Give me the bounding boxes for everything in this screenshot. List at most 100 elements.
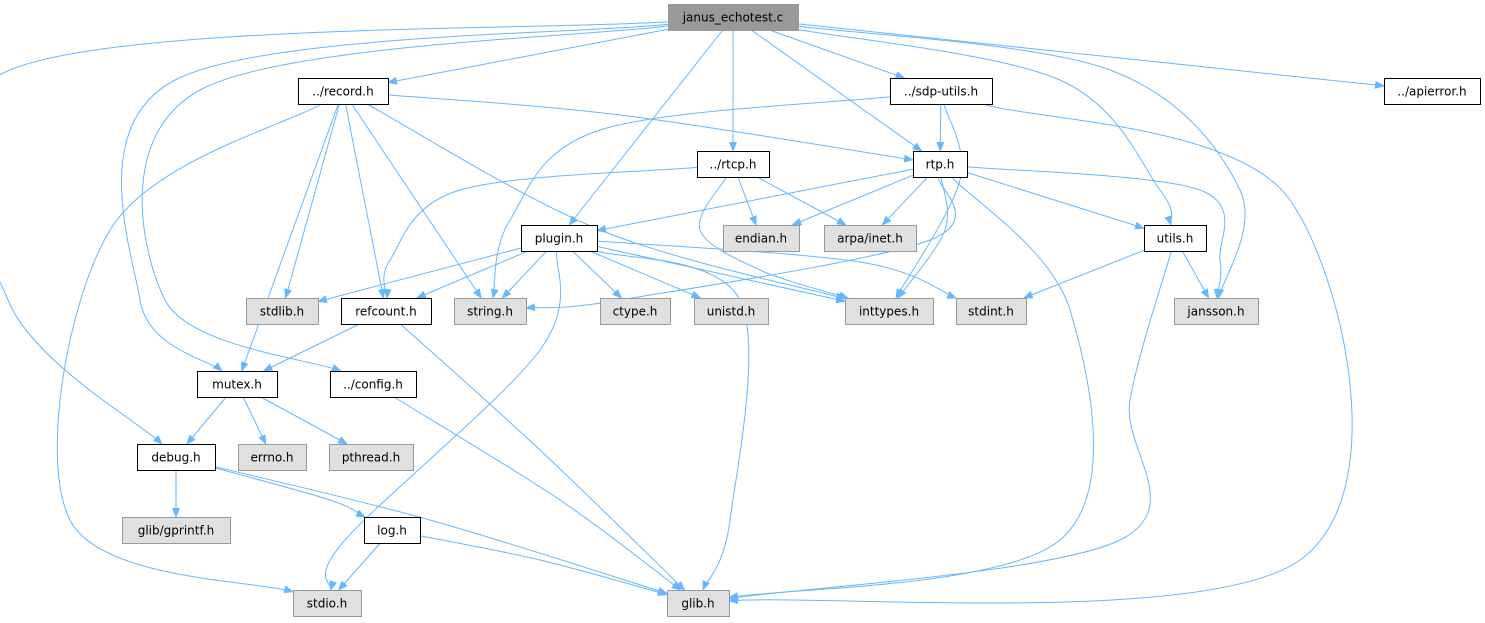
node-box-unistd xyxy=(694,298,769,325)
node-ctype: ctype.h xyxy=(600,298,671,325)
edge-record-to-refcount xyxy=(345,103,386,299)
edge-rtp-to-jansson xyxy=(966,166,1226,299)
node-inttypes: inttypes.h xyxy=(845,298,934,325)
node-box-stdint xyxy=(956,298,1027,325)
node-apierror[interactable]: ../apierror.h xyxy=(1384,78,1481,105)
node-log[interactable]: log.h xyxy=(364,517,421,544)
edge-layer xyxy=(0,21,1385,605)
node-debug[interactable]: debug.h xyxy=(137,444,216,471)
edge-janus_echotest-to-apierror xyxy=(797,23,1385,89)
edge-janus_echotest-to-plugin xyxy=(568,29,724,226)
edge-plugin-to-stdio xyxy=(325,250,562,591)
node-stdlib: stdlib.h xyxy=(246,298,319,325)
node-layer: janus_echotest.c ../record.h ../sdp-utils.… xyxy=(122,4,1481,617)
edge-utils-to-jansson xyxy=(1181,250,1210,299)
edge-rtp-to-string xyxy=(525,176,956,312)
node-record[interactable]: ../record.h xyxy=(298,78,389,105)
edge-rtcp-to-refcount xyxy=(383,166,698,299)
node-janus_echotest[interactable]: janus_echotest.c xyxy=(668,4,799,31)
node-label-glib: glib.h xyxy=(681,597,714,611)
node-arpainet: arpa/inet.h xyxy=(824,225,917,252)
node-box-refcount xyxy=(341,298,432,325)
edge-plugin-to-stdint xyxy=(596,240,958,299)
node-label-apierror: ../apierror.h xyxy=(1397,85,1466,99)
node-box-inttypes xyxy=(845,298,934,325)
edge-record-to-stdio xyxy=(56,103,322,594)
node-box-config xyxy=(330,371,417,398)
edge-plugin-to-glib xyxy=(596,250,750,591)
node-mutex[interactable]: mutex.h xyxy=(197,371,278,398)
node-config[interactable]: ../config.h xyxy=(330,371,417,398)
edge-sdputils-to-glib xyxy=(728,103,1353,605)
node-label-janus_echotest: janus_echotest.c xyxy=(682,11,784,25)
node-box-string xyxy=(454,298,527,325)
node-pthread: pthread.h xyxy=(329,444,414,471)
node-sdputils[interactable]: ../sdp-utils.h xyxy=(890,78,993,105)
node-stdint: stdint.h xyxy=(956,298,1027,325)
edge-refcount-to-mutex xyxy=(262,323,360,372)
node-label-errno: errno.h xyxy=(251,451,294,465)
node-label-stdio: stdio.h xyxy=(307,597,347,611)
edge-plugin-to-inttypes xyxy=(596,245,846,304)
node-box-errno xyxy=(238,444,307,471)
node-unistd: unistd.h xyxy=(694,298,769,325)
edge-log-to-glib xyxy=(419,535,668,597)
node-refcount[interactable]: refcount.h xyxy=(341,298,432,325)
edge-janus_echotest-to-jansson xyxy=(797,25,1246,299)
edge-refcount-to-glib xyxy=(400,323,686,591)
edge-rtcp-to-inttypes xyxy=(698,176,850,300)
edge-debug-to-glib xyxy=(214,466,668,595)
node-box-mutex xyxy=(197,371,278,398)
node-box-arpainet xyxy=(824,225,917,252)
node-label-rtp: rtp.h xyxy=(926,158,955,172)
node-box-ctype xyxy=(600,298,671,325)
edge-plugin-to-string xyxy=(501,250,548,299)
node-label-sdputils: ../sdp-utils.h xyxy=(904,85,978,99)
node-endian: endian.h xyxy=(723,225,800,252)
node-rtcp[interactable]: ../rtcp.h xyxy=(697,151,770,178)
edge-record-to-mutex xyxy=(241,103,339,372)
node-utils[interactable]: utils.h xyxy=(1144,225,1207,252)
edge-record-to-rtp xyxy=(387,94,914,163)
node-box-stdlib xyxy=(246,298,319,325)
node-label-rtcp: ../rtcp.h xyxy=(710,158,757,172)
node-box-rtp xyxy=(913,151,968,178)
edge-plugin-to-stdlib xyxy=(317,247,522,304)
edge-janus_echotest-to-mutex xyxy=(120,23,669,372)
node-stdio: stdio.h xyxy=(293,590,362,617)
node-box-record xyxy=(298,78,389,105)
node-label-refcount: refcount.h xyxy=(355,305,417,319)
edge-janus_echotest-to-utils xyxy=(797,29,1173,226)
edge-log-to-stdio xyxy=(337,542,381,591)
node-label-mutex: mutex.h xyxy=(212,378,262,392)
node-box-pthread xyxy=(329,444,414,471)
node-plugin[interactable]: plugin.h xyxy=(521,225,598,252)
node-box-sdputils xyxy=(890,78,993,105)
node-label-stdlib: stdlib.h xyxy=(260,305,304,319)
node-string: string.h xyxy=(454,298,527,325)
node-label-debug: debug.h xyxy=(151,451,200,465)
node-gprintf: glib/gprintf.h xyxy=(122,517,231,544)
edge-plugin-to-unistd xyxy=(589,250,702,299)
node-box-stdio xyxy=(293,590,362,617)
node-label-stdint: stdint.h xyxy=(968,305,1014,319)
node-label-arpainet: arpa/inet.h xyxy=(837,232,903,246)
node-box-gprintf xyxy=(122,517,231,544)
node-rtp[interactable]: rtp.h xyxy=(913,151,968,178)
node-label-record: ../record.h xyxy=(312,85,373,99)
edge-config-to-glib xyxy=(393,396,682,591)
edge-utils-to-stdint xyxy=(1022,249,1145,299)
edge-mutex-to-errno xyxy=(242,396,267,445)
edge-rtp-to-utils xyxy=(966,172,1145,230)
edge-janus_echotest-to-record xyxy=(387,28,669,85)
edge-rtp-to-inttypes xyxy=(897,176,949,299)
node-box-rtcp xyxy=(697,151,770,178)
node-label-gprintf: glib/gprintf.h xyxy=(138,524,215,538)
edge-rtp-to-plugin xyxy=(596,168,914,233)
node-box-glib xyxy=(667,590,730,617)
edge-plugin-to-ctype xyxy=(572,250,623,299)
node-jansson: jansson.h xyxy=(1174,298,1259,325)
node-box-apierror xyxy=(1384,78,1481,105)
node-box-utils xyxy=(1144,225,1207,252)
node-box-plugin xyxy=(521,225,598,252)
